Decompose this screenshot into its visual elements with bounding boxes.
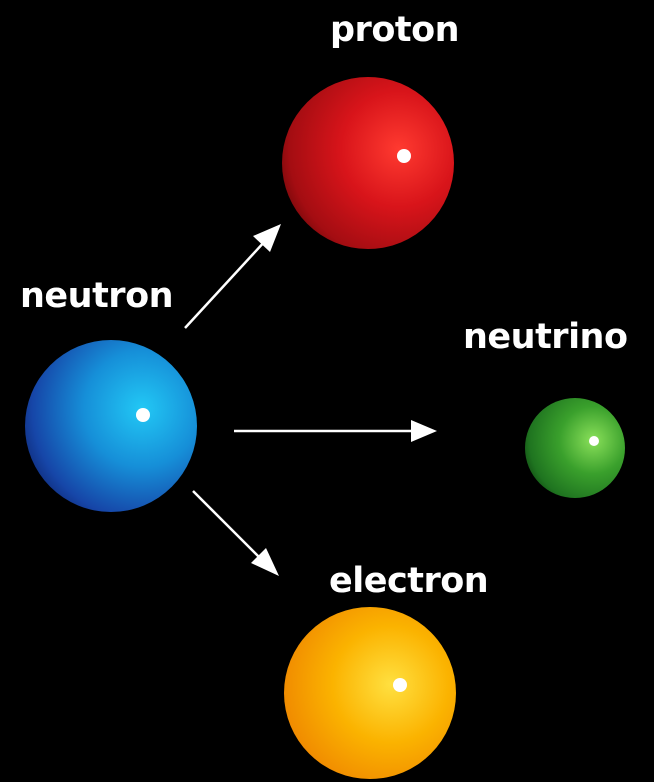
electron-highlight bbox=[393, 678, 407, 692]
electron-label: electron bbox=[329, 561, 489, 601]
neutrino-label: neutrino bbox=[463, 317, 628, 357]
arrow-to-proton bbox=[184, 224, 281, 329]
arrow-to-neutrino bbox=[234, 420, 437, 442]
electron-sphere bbox=[284, 607, 456, 779]
proton-highlight bbox=[397, 149, 411, 163]
proton-label: proton bbox=[330, 10, 460, 50]
neutrino-highlight bbox=[589, 436, 599, 446]
neutrino-sphere bbox=[525, 398, 625, 498]
arrow-to-electron bbox=[192, 490, 279, 576]
neutron-sphere bbox=[25, 340, 197, 512]
neutron-highlight bbox=[136, 408, 150, 422]
neutron-label: neutron bbox=[20, 276, 174, 316]
proton-sphere bbox=[282, 77, 454, 249]
